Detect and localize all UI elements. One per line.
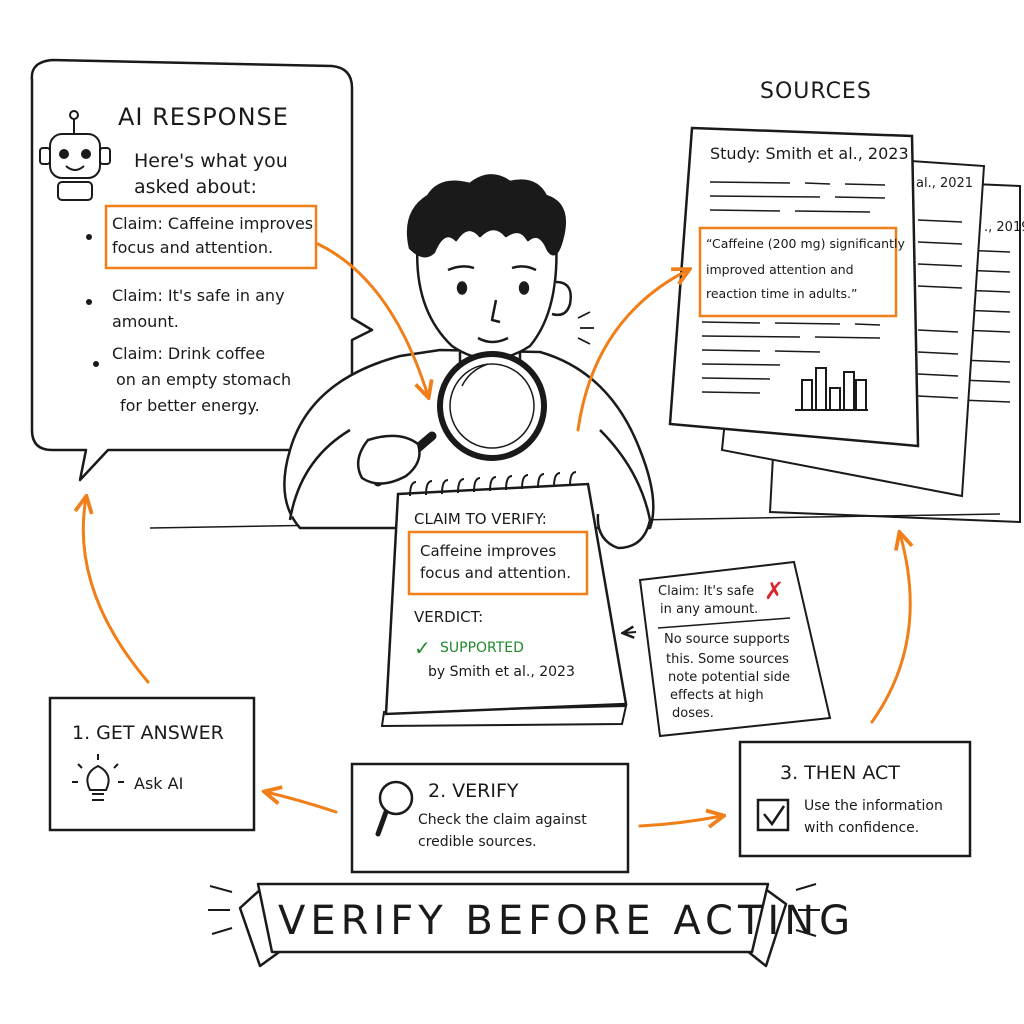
- ai-intro-line: Here's what you: [134, 150, 288, 172]
- step1-text: Ask AI: [134, 774, 184, 793]
- claim1-highlight: [104, 204, 318, 270]
- note-claim: in any amount.: [660, 602, 759, 617]
- note-body: note potential side: [668, 670, 791, 685]
- note-body: this. Some sources: [666, 652, 789, 667]
- source-page-2023: [668, 126, 920, 448]
- step1-box: [48, 696, 256, 832]
- step3-text: Use the information: [804, 798, 943, 814]
- note-claim: Claim: It's safe: [658, 584, 755, 599]
- notebook: [380, 471, 628, 728]
- verdict-source: by Smith et al., 2023: [428, 664, 575, 680]
- arrow-step2-to-step1: [266, 792, 338, 814]
- checkbox-icon: [756, 798, 790, 832]
- step2-text: credible sources.: [418, 834, 537, 850]
- claim1-text: Claim: Caffeine improves: [112, 214, 314, 233]
- quote-text: reaction time in adults.”: [706, 286, 858, 301]
- note-body: No source supports: [664, 632, 790, 647]
- note-body: effects at high: [670, 688, 764, 703]
- arrow-step1-to-bubble: [83, 498, 150, 684]
- banner-ribbon: [208, 882, 820, 968]
- step2-title: 2. VERIFY: [428, 780, 519, 802]
- bullet: [93, 361, 99, 367]
- lightbulb-icon: [72, 754, 124, 801]
- banner-text: VERIFY BEFORE ACTING: [278, 898, 856, 944]
- ai-intro-line: asked about:: [134, 176, 257, 198]
- arrow-step2-to-step3: [638, 816, 722, 826]
- study-citation: Study: Smith et al., 2023: [710, 144, 909, 163]
- step3-title: 3. THEN ACT: [780, 762, 900, 784]
- step2-text: Check the claim against: [418, 812, 587, 828]
- sources-title: SOURCES: [760, 79, 872, 104]
- note-body: doses.: [672, 706, 714, 721]
- search-magnifier-icon: [375, 780, 414, 837]
- step3-text: with confidence.: [804, 820, 920, 836]
- claim1-text: focus and attention.: [112, 238, 274, 257]
- quote-text: “Caffeine (200 mg) significantly: [706, 236, 905, 251]
- claim3-text: on an empty stomach: [116, 370, 292, 389]
- magnifier-icon: [288, 351, 547, 521]
- quote-highlight: [698, 226, 898, 318]
- bar-chart-icon: [795, 367, 868, 411]
- ai-response-title: AI RESPONSE: [118, 103, 289, 131]
- x-mark-icon: ✗: [764, 577, 785, 605]
- study-citation-2021: al., 2021: [916, 176, 974, 191]
- arrow-magnifier-to-sources: [576, 270, 688, 432]
- attention-marks: [577, 311, 594, 345]
- note-card: [638, 560, 832, 738]
- arrow-claim-to-magnifier: [316, 242, 428, 396]
- note-arrow: [624, 632, 637, 633]
- claim2-text: Claim: It's safe in any: [112, 286, 285, 305]
- robot-icon: [39, 110, 111, 201]
- verdict-label: VERDICT:: [414, 608, 484, 626]
- bullet: [86, 234, 92, 240]
- quote-text: improved attention and: [706, 262, 854, 277]
- arrow-step3-to-sources: [870, 534, 910, 724]
- notebook-claim: Caffeine improves: [420, 542, 557, 560]
- notebook-claim: focus and attention.: [420, 564, 571, 582]
- claim2-text: amount.: [112, 312, 179, 331]
- notebook-heading: CLAIM TO VERIFY:: [414, 510, 547, 528]
- notebook-claim-highlight: [407, 530, 589, 596]
- study-citation-2019: ., 2019: [984, 220, 1024, 235]
- claim3-text: Claim: Drink coffee: [112, 344, 266, 363]
- step1-title: 1. GET ANSWER: [72, 722, 224, 744]
- bullet: [86, 299, 92, 305]
- check-icon: ✓: [414, 636, 431, 660]
- claim3-text: for better energy.: [120, 396, 260, 415]
- verdict-value: SUPPORTED: [440, 640, 524, 656]
